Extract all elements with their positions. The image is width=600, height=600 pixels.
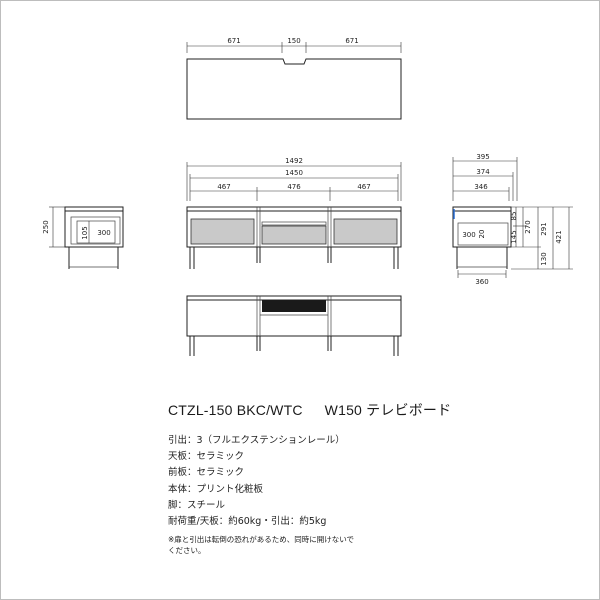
right-drawer — [457, 222, 509, 246]
left-drawer — [76, 220, 116, 244]
spec-load-capacity: 耐荷重/天板：約60kg・引出：約5kg — [168, 516, 327, 528]
right-dim-270: 270 — [524, 220, 532, 233]
caution-note: ※扉と引出は転倒の恐れがあるため、同時に開けないでください。 — [168, 535, 355, 555]
product-title: CTZL-150 BKC/WTC W150 テレビボード — [168, 400, 451, 420]
spec-front-panel: 前板：セラミック — [168, 467, 245, 479]
front-body — [186, 206, 402, 248]
left-side-view: 250 105 300 — [42, 206, 124, 269]
front-view: 1492 1450 467 476 467 — [186, 157, 402, 269]
right-dim-291: 291 — [540, 222, 548, 235]
top-dim-right: 671 — [345, 37, 358, 45]
front-dim-inner: 1450 — [285, 169, 303, 177]
right-dim-drawer-gap: 20 — [478, 230, 486, 239]
open-body — [186, 295, 402, 337]
left-dim-drawer-depth: 300 — [97, 229, 110, 237]
right-dim-drawer-depth: 300 — [462, 231, 475, 239]
spec-body: 本体：プリント化粧板 — [168, 483, 264, 495]
front-drawer-center — [261, 225, 327, 245]
left-dim-height: 250 — [42, 220, 50, 233]
right-dim-145: 145 — [510, 230, 518, 243]
front-dim-section-right: 467 — [357, 183, 370, 191]
top-dim-center: 150 — [287, 37, 300, 45]
product-model: CTZL-150 BKC/WTC — [168, 402, 303, 418]
right-dim-depth-mid: 374 — [476, 168, 490, 176]
right-dim-depth-inner: 346 — [474, 183, 488, 191]
left-body — [64, 206, 124, 248]
spec-list: 引出：3（フルエクステンションレール） 天板：セラミック 前板：セラミック 本体… — [168, 433, 345, 530]
left-dim-drawer-height: 105 — [81, 226, 89, 239]
top-view: 671 150 671 — [186, 37, 402, 120]
front-dim-section-center: 476 — [287, 183, 301, 191]
spec-top-board: 天板：セラミック — [168, 451, 245, 463]
right-dim-leg-depth: 360 — [475, 278, 488, 286]
spec-legs: 脚：スチール — [168, 499, 226, 511]
front-dim-section-left: 467 — [217, 183, 230, 191]
front-drawer-right — [333, 218, 398, 245]
right-dim-421: 421 — [555, 230, 563, 243]
right-dim-depth-total: 395 — [476, 153, 489, 161]
open-center-cavity — [262, 300, 326, 312]
right-side-view: 395 374 346 300 20 360 — [452, 153, 573, 286]
front-dim-overall: 1492 — [285, 157, 303, 165]
top-dim-left: 671 — [227, 37, 240, 45]
product-name: W150 テレビボード — [324, 402, 452, 418]
right-dim-85: 85 — [510, 212, 518, 221]
right-body — [452, 206, 512, 248]
front-drawer-left — [190, 218, 255, 245]
spec-drawers: 引出：3（フルエクステンションレール） — [168, 435, 345, 446]
front-view-open — [186, 295, 402, 356]
right-dim-130: 130 — [540, 252, 548, 265]
top-board-outline — [186, 58, 402, 120]
